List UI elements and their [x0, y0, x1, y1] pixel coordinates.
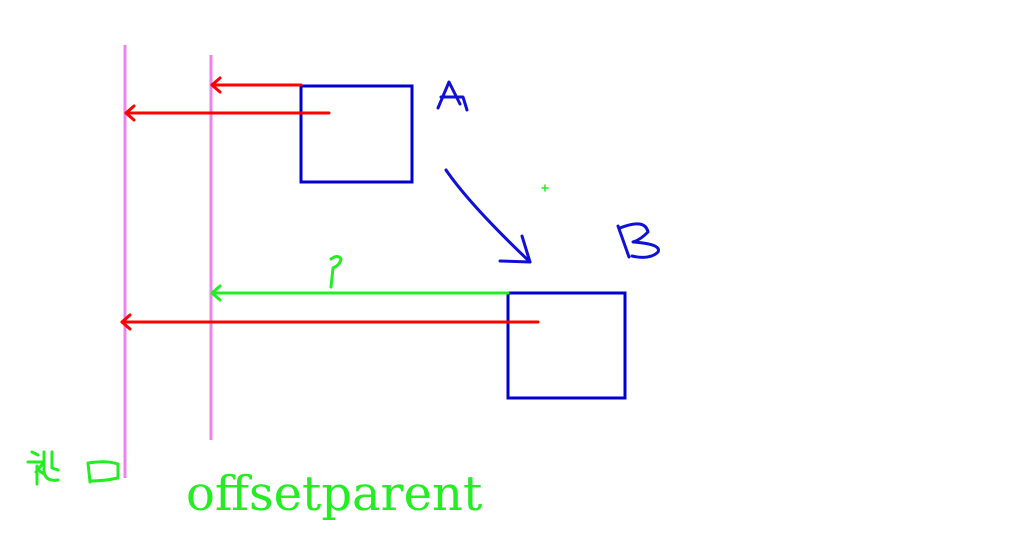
arrow-b-to-offsetparent-unknown	[210, 284, 510, 302]
element-b-box	[506, 291, 627, 400]
viewport-label: 视口	[26, 450, 120, 486]
plus-mark	[541, 184, 549, 192]
arrow-a-to-viewport	[124, 104, 331, 122]
arrow-b-to-viewport	[120, 313, 540, 331]
arrow-a-to-b	[444, 168, 532, 264]
element-a-label: A	[436, 80, 469, 112]
offsetparent-label: offsetparent	[186, 466, 482, 522]
question-mark: ?	[329, 255, 343, 289]
element-a-box	[299, 84, 414, 184]
arrow-a-to-offsetparent	[210, 76, 303, 94]
element-b-label: B	[616, 222, 660, 259]
